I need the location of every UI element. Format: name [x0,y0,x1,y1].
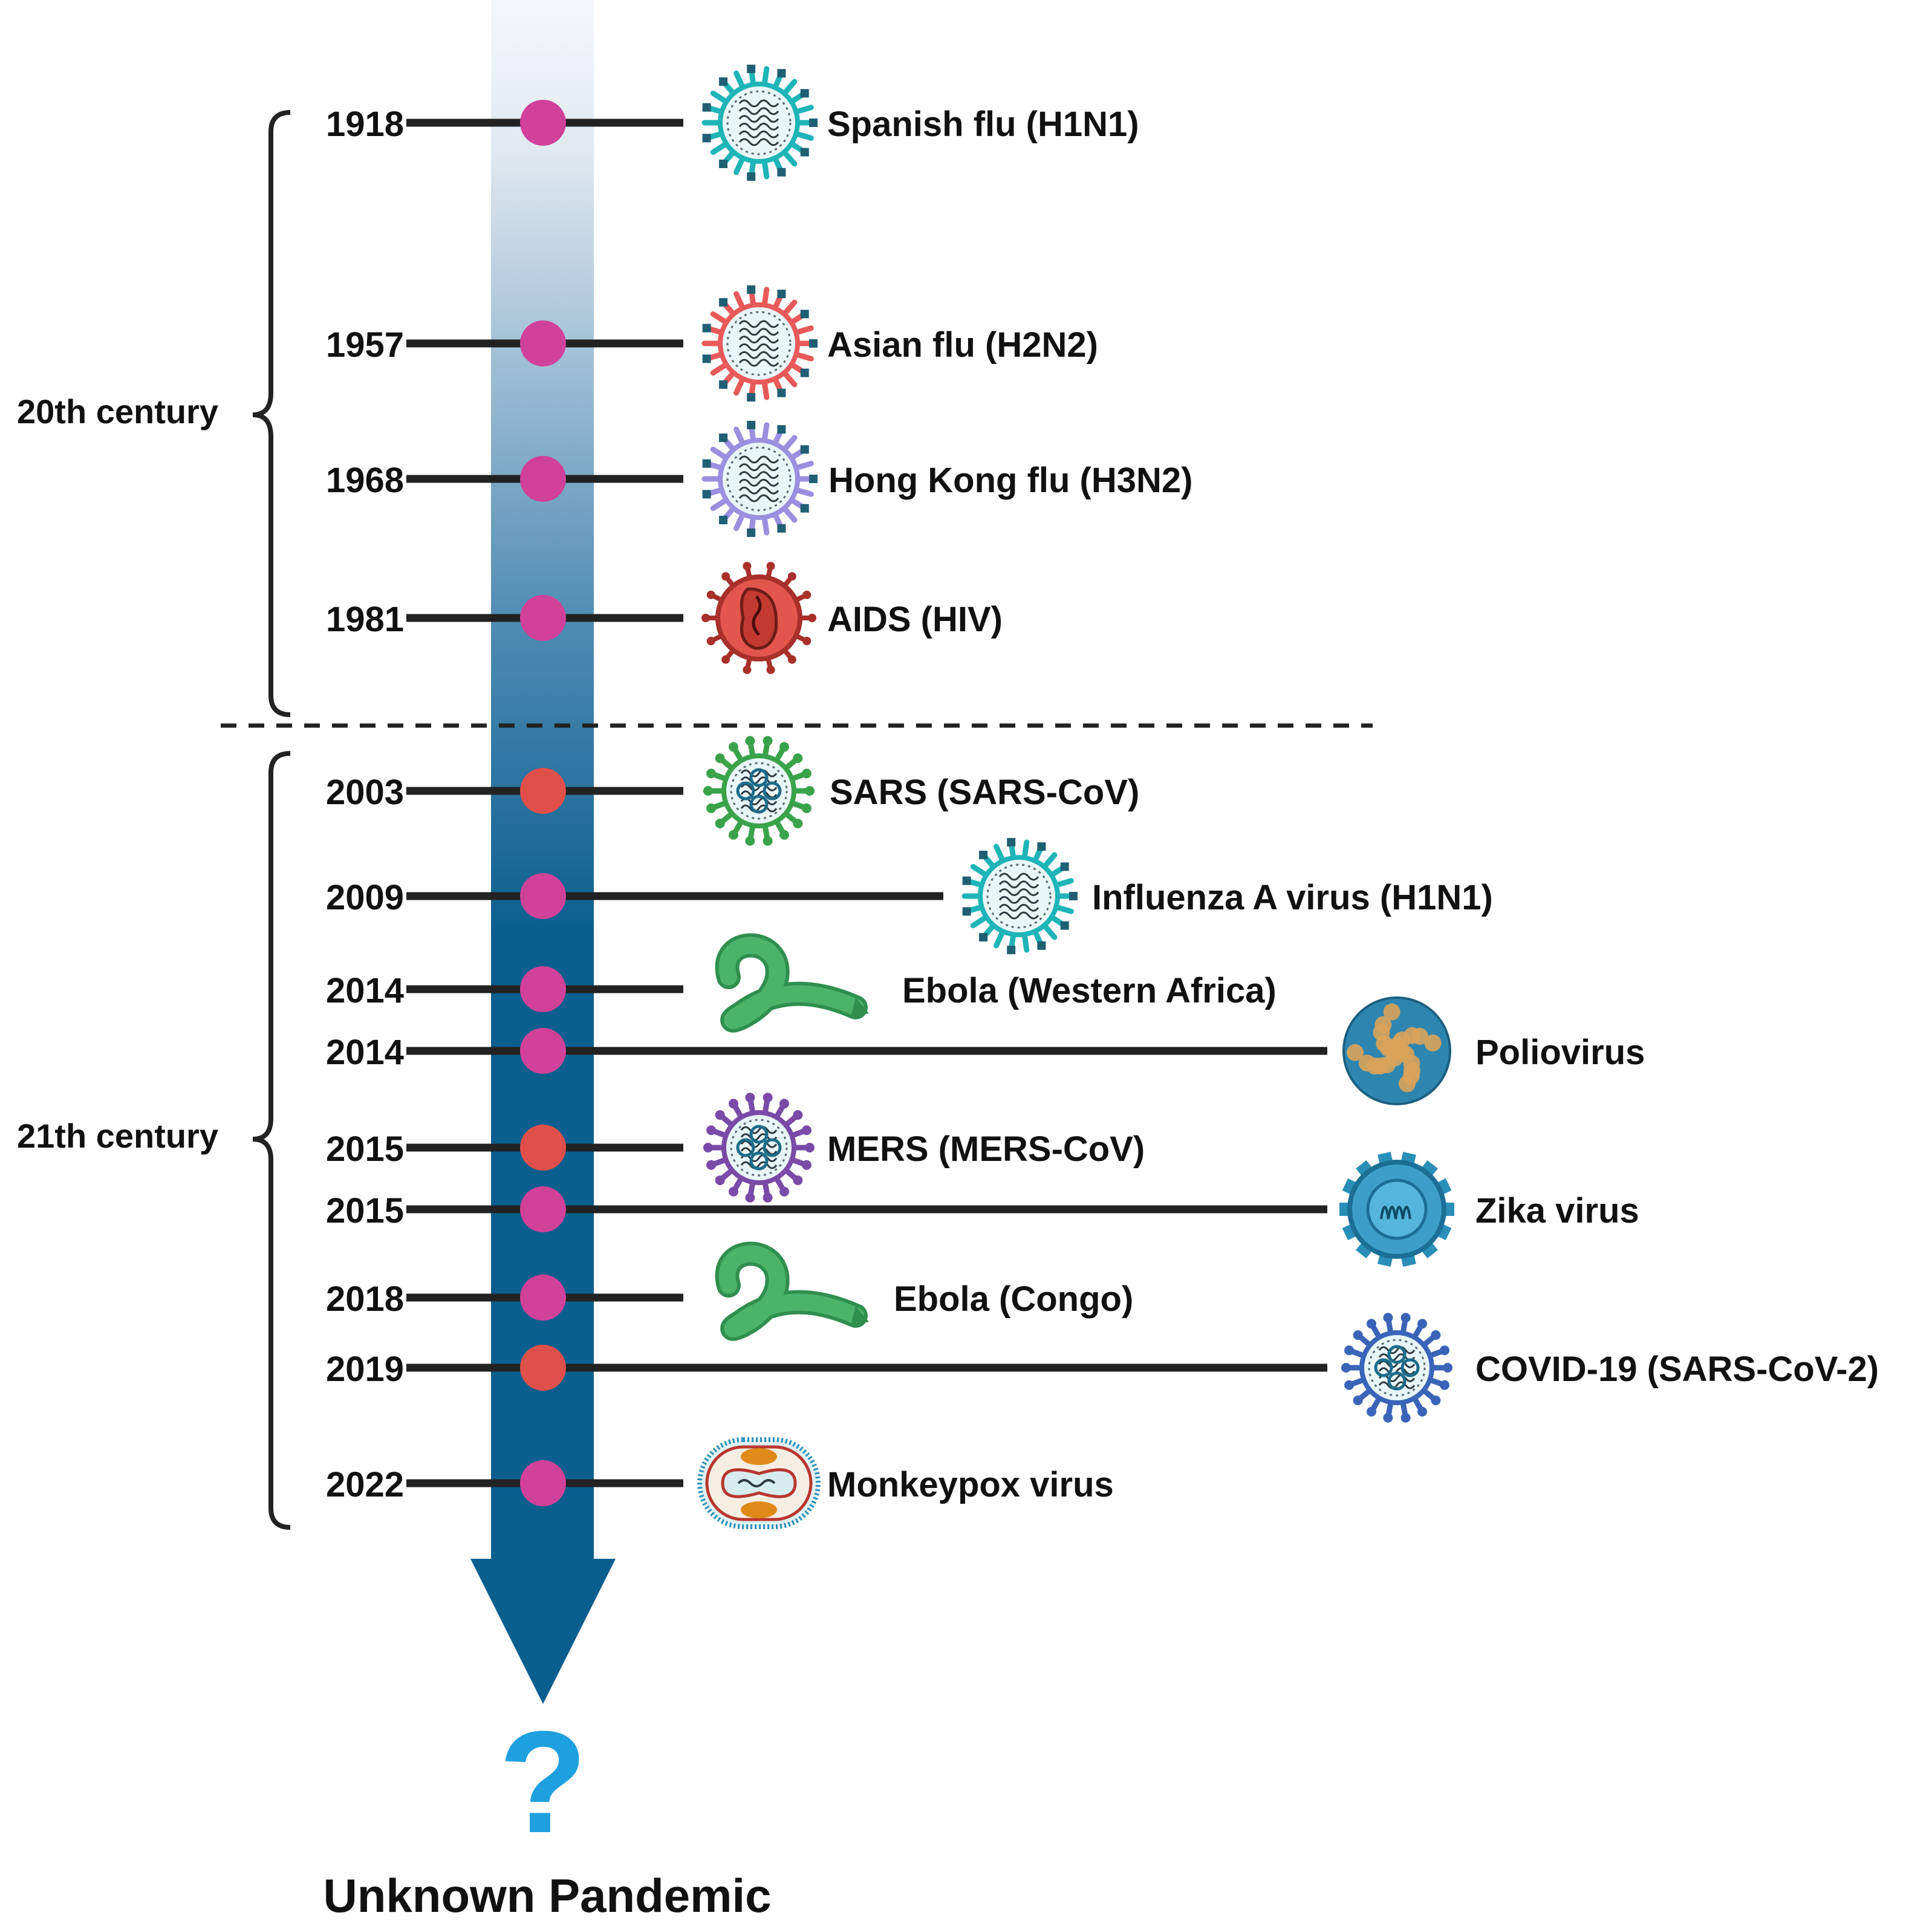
influenza-virus-icon [701,64,818,181]
event-year: 2009 [326,878,404,917]
event-pandemic-name: Zika virus [1475,1191,1639,1230]
event-dot [520,1028,566,1074]
event-year: 2015 [326,1129,404,1169]
timeline-event: 2019 COVID-19 (SARS-CoV-2) [326,1313,1879,1423]
timeline-event: 2018 Ebola (Congo) [326,1241,1133,1341]
event-dot [520,966,566,1012]
timeline-arrow-head [470,1559,616,1704]
event-pandemic-name: Monkeypox virus [827,1465,1114,1504]
event-year: 2019 [326,1350,404,1389]
timeline-event: 1957 Asian flu (H2N2) [326,285,1098,402]
influenza-virus-icon [961,837,1078,955]
timeline-event: 1981 AIDS (HIV) [326,562,1003,674]
timeline-event: 2009 Influenza A virus (H1N1) [326,837,1493,955]
poliovirus-icon [1342,996,1451,1105]
century-label-21st: 21th century [17,1117,218,1155]
question-mark: ? [499,1701,588,1863]
timeline-event: 2003 SARS (SARS-CoV) [326,736,1139,846]
event-pandemic-name: Influenza A virus (H1N1) [1092,878,1493,917]
coronavirus-icon [1341,1313,1452,1423]
event-pandemic-name: Poliovirus [1475,1033,1645,1072]
event-pandemic-name: Spanish flu (H1N1) [827,105,1139,144]
ebola-virus-icon [715,933,869,1033]
unknown-pandemic-label: Unknown Pandemic [323,1869,771,1922]
event-pandemic-name: COVID-19 (SARS-CoV-2) [1475,1350,1879,1389]
event-dot [520,100,566,146]
event-pandemic-name: AIDS (HIV) [827,600,1003,639]
timeline-event: 2022 Monkeypox virus [326,1437,1114,1529]
timeline-event: 2014 Poliovirus [326,996,1645,1105]
event-year: 2003 [326,773,404,812]
event-pandemic-name: Ebola (Western Africa) [902,971,1277,1010]
century-brace-21st [252,751,291,1530]
monkeypox-virus-icon [697,1437,821,1529]
event-dot [520,456,566,502]
timeline-event: 2014 Ebola (Western Africa) [326,933,1277,1033]
influenza-virus-icon [701,285,818,402]
century-brace-20th [252,110,291,717]
timeline-event: 1968 Hong Kong flu (H3N2) [326,420,1192,538]
timeline-event: 1918 Spanish flu (H1N1) [326,64,1139,181]
event-year: 1957 [326,325,404,365]
event-rows: 1918 Spanish flu (H1N1) 1957 Asian flu (H2N… [326,64,1879,1529]
coronavirus-icon [703,1093,815,1203]
century-label-20th: 20th century [17,392,218,431]
event-pandemic-name: MERS (MERS-CoV) [827,1129,1145,1169]
event-pandemic-name: Asian flu (H2N2) [827,325,1098,365]
event-dot [520,1460,566,1506]
event-dot [520,873,566,919]
event-dot [520,1345,566,1391]
event-dot [520,768,566,814]
event-year: 2014 [326,971,404,1010]
event-dot [520,320,566,366]
event-dot [520,1186,566,1232]
event-year: 1981 [326,600,404,639]
event-year: 2022 [326,1465,404,1504]
timeline-event: 2015 Zika virus [326,1151,1639,1267]
event-pandemic-name: Ebola (Congo) [894,1279,1133,1319]
timeline-event: 2015 MERS (MERS-CoV) [326,1093,1145,1203]
event-pandemic-name: Hong Kong flu (H3N2) [828,461,1192,500]
event-year: 1918 [326,105,404,144]
event-dot [520,1275,566,1321]
hiv-virus-icon [701,562,816,674]
event-dot [520,1125,566,1171]
event-year: 2014 [326,1033,404,1072]
event-year: 2015 [326,1191,404,1230]
coronavirus-icon [703,736,815,846]
zika-virus-icon [1339,1151,1454,1267]
ebola-virus-icon [715,1241,869,1341]
event-year: 2018 [326,1279,404,1319]
event-pandemic-name: SARS (SARS-CoV) [830,773,1139,812]
event-dot [520,595,566,641]
event-year: 1968 [326,461,404,500]
influenza-virus-icon [701,420,818,538]
